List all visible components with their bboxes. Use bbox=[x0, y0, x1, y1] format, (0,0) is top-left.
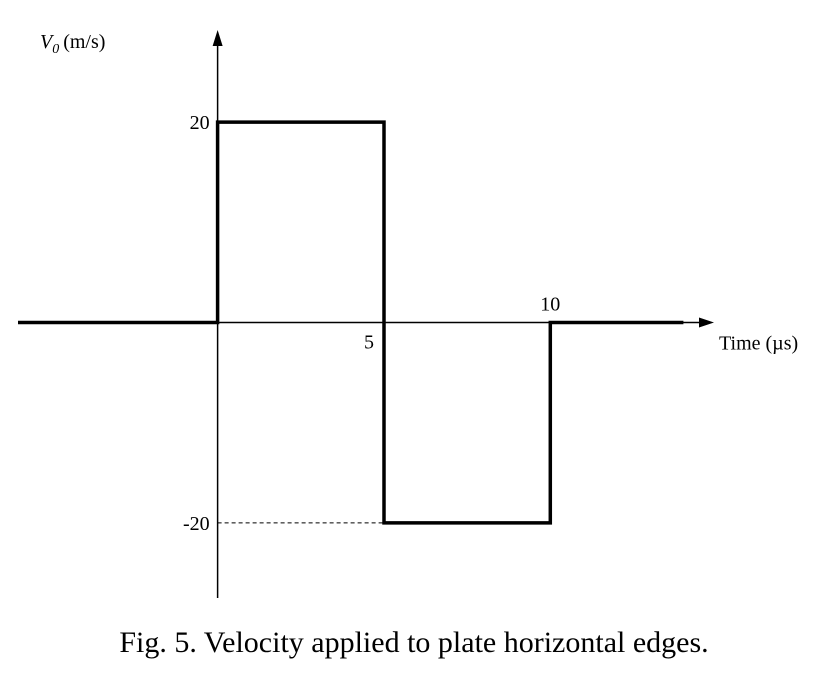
y-axis-label: V0 (m/s) bbox=[40, 31, 105, 57]
velocity-chart: 20 -20 5 10 Time (µs) V0 (m/s) bbox=[18, 30, 798, 598]
y-axis-label-subscript: 0 bbox=[52, 42, 59, 57]
y-axis-label-symbol: V bbox=[40, 31, 55, 53]
series-layer bbox=[18, 120, 684, 525]
x-tick-label: 10 bbox=[540, 294, 560, 316]
y-tick-label: -20 bbox=[183, 513, 210, 535]
x-axis-arrowhead bbox=[699, 317, 714, 328]
tick-labels: 20 -20 5 10 bbox=[183, 112, 560, 535]
y-tick-label: 20 bbox=[190, 112, 210, 134]
velocity-series-line bbox=[18, 120, 684, 525]
axes bbox=[212, 30, 714, 598]
x-tick-label: 5 bbox=[364, 332, 374, 354]
y-axis-arrowhead bbox=[212, 30, 223, 46]
y-axis-label-unit: (m/s) bbox=[63, 31, 105, 53]
x-axis-label: Time (µs) bbox=[719, 333, 798, 355]
figure-caption: Fig. 5. Velocity applied to plate horizo… bbox=[119, 626, 709, 659]
